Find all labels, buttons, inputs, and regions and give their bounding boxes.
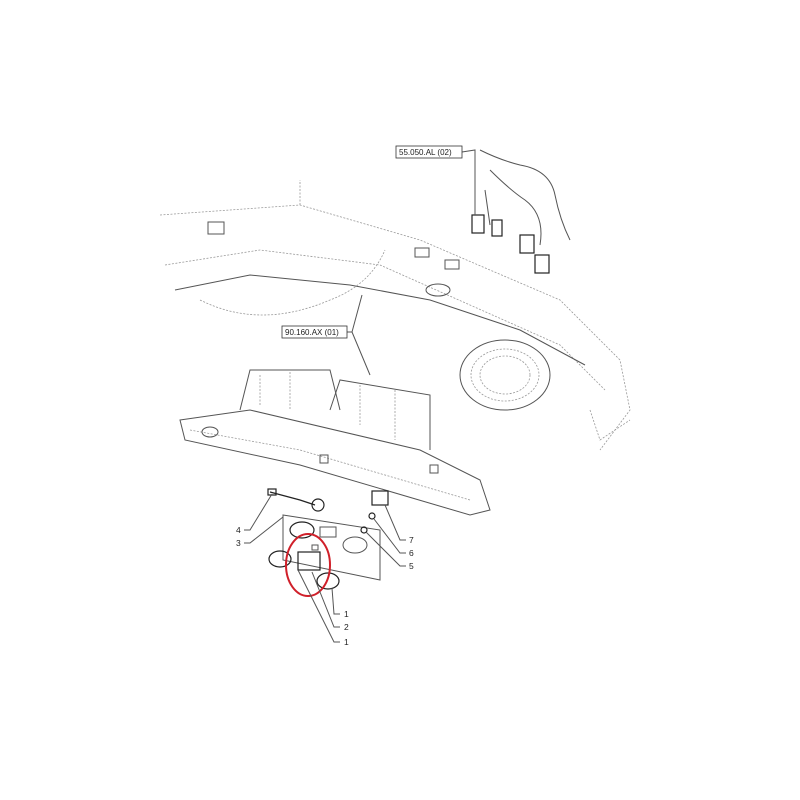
callout-2: 2	[344, 622, 349, 632]
instrument-panel-bezel	[282, 514, 381, 581]
highlight-circle	[285, 533, 331, 597]
callout-6: 6	[409, 548, 414, 558]
callout-4: 4	[236, 525, 241, 535]
callout-5: 5	[409, 561, 414, 571]
switch-parts	[267, 488, 389, 590]
harness-ref-label[interactable]: 55.050.AL (02)	[399, 148, 452, 157]
dashboard-shell	[159, 180, 631, 451]
wire-harness	[471, 149, 571, 274]
callout-7: 7	[409, 535, 414, 545]
callout-3: 3	[236, 538, 241, 548]
callout-1: 1	[344, 609, 349, 619]
leader-lines	[244, 149, 476, 643]
harness-ref-box	[395, 145, 463, 159]
dashboard-ref-label[interactable]: 90.160.AX (01)	[285, 328, 339, 337]
callout-1-second: 1	[344, 637, 349, 647]
lower-dashboard	[179, 369, 491, 516]
dashboard-ref-box	[281, 325, 348, 339]
